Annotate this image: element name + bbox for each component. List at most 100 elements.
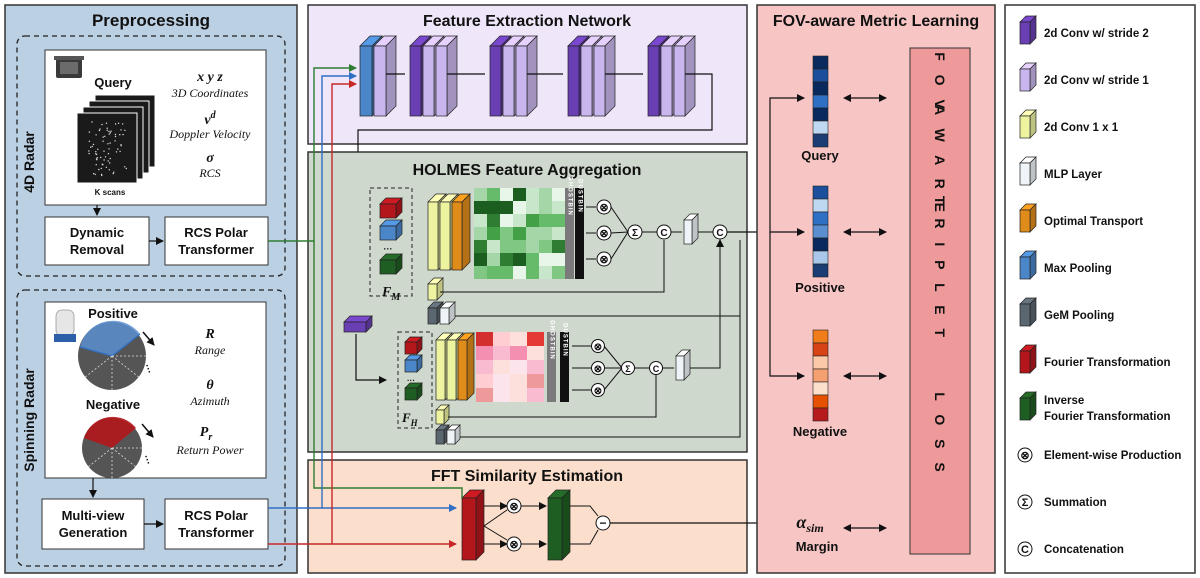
fh-conv1x1-block-front xyxy=(435,339,446,401)
query-vector-cell xyxy=(812,94,829,109)
rcs-desc: RCS xyxy=(198,166,220,180)
return-power-symbol: Pr xyxy=(200,425,213,443)
rcs-polar-4d-line2: Transformer xyxy=(178,242,254,257)
scan-point xyxy=(93,172,95,175)
fm-matrix-cell xyxy=(539,253,552,266)
scan-point xyxy=(117,148,119,150)
query-vector-cell xyxy=(812,68,829,83)
fen-stride2-block-front xyxy=(647,45,660,117)
legend-swatch-8 xyxy=(1019,391,1037,421)
scan-point xyxy=(110,130,112,132)
scan-point xyxy=(98,129,101,132)
fm-inverse-block-front xyxy=(379,259,397,275)
fh-mul-symbol: ⊗ xyxy=(594,386,602,397)
fh-dots: ··· xyxy=(407,376,415,385)
triplet-loss-text: L O S S xyxy=(932,392,948,477)
alpha-margin-label: Margin xyxy=(796,539,839,554)
fen-stride1-block-side xyxy=(604,35,616,117)
spinning-sensor-icon xyxy=(54,309,76,342)
legend-swatch-7-front xyxy=(1019,350,1031,374)
positive-vector-cell xyxy=(812,198,829,213)
fh-matrix-cell xyxy=(476,332,493,346)
radar4d-group: 4D Radar Query K scans x y z 3D Coordina… xyxy=(16,35,286,277)
positive-vector-cell xyxy=(812,263,829,278)
fm-matrix-cell xyxy=(500,214,513,227)
return-power-sub: r xyxy=(208,432,212,443)
fh-matrix-cell xyxy=(476,360,493,374)
rcs-polar-spin-line1: RCS Polar xyxy=(184,508,248,523)
scan-point xyxy=(101,123,103,126)
fh-cat-symbol: C xyxy=(653,364,660,374)
negative-scan-label: Negative xyxy=(86,397,140,412)
spinning-radar-group: Spinning Radar Positive ··· Negative xyxy=(16,289,286,567)
legend-body: 2d Conv w/ stride 22d Conv w/ stride 12d… xyxy=(1017,15,1181,557)
query-vector-cell xyxy=(812,120,829,135)
fh-dustbin-label: DUSTBIN xyxy=(562,323,568,357)
legend-label-1: 2d Conv w/ stride 1 xyxy=(1044,75,1149,87)
fov-panel: FOV-aware Metric Learning QueryPositiveN… xyxy=(756,4,996,574)
fh-dashed-group xyxy=(397,331,433,429)
fft-body: ⊗⊗− xyxy=(461,489,783,561)
negative-vector-cell xyxy=(812,368,829,383)
fh-label-sub: H xyxy=(410,418,419,428)
fm-matrix-cell xyxy=(474,214,487,227)
fm-matrix-cell xyxy=(513,201,526,214)
fh-sum-symbol: Σ xyxy=(625,364,631,374)
fh-matrix-cell xyxy=(510,388,527,402)
radar-sensor-icon xyxy=(54,56,84,78)
negative-vector-cell xyxy=(812,342,829,357)
scan-point xyxy=(88,131,91,133)
scan-point xyxy=(108,130,110,133)
scan-point xyxy=(102,140,104,142)
fen-conv-block-side xyxy=(385,35,397,117)
fen-stride1-block-front xyxy=(580,45,593,117)
doppler-symbol-base: v xyxy=(204,113,211,128)
alpha-sim-sub: sim xyxy=(805,521,823,535)
query-vector-cell xyxy=(812,81,829,96)
fm-matrix-cell xyxy=(552,253,565,266)
fm-ghostbin-col xyxy=(565,188,574,279)
fm-ot-block-front xyxy=(451,201,463,271)
fm-dustbin-col xyxy=(575,188,584,279)
fh-matrix-cell xyxy=(476,346,493,360)
feature-extraction-panel: Feature Extraction Network xyxy=(307,4,748,262)
fen-stride1-block xyxy=(593,35,616,117)
legend-label-10: Summation xyxy=(1044,497,1107,509)
doppler-desc: Doppler Velocity xyxy=(169,127,252,141)
fh-matrix-cell xyxy=(476,374,493,388)
connector-arrows xyxy=(268,64,463,548)
fh-ot-block xyxy=(457,332,475,401)
legend-label-7: Fourier Transformation xyxy=(1044,357,1171,369)
fm-mlp-block-front xyxy=(683,219,693,245)
fh-matrix-cell xyxy=(510,346,527,360)
fh-matrix-cell xyxy=(493,374,510,388)
fm-matrix-cell xyxy=(552,201,565,214)
scan-point xyxy=(112,172,114,175)
fh-gem-mlp-block-front xyxy=(446,429,456,445)
fov-to-negative-line xyxy=(769,232,805,380)
triplet-loss-text: T R I P L E T xyxy=(932,196,948,342)
positive-scan-label: Positive xyxy=(88,306,138,321)
fh-matrix-cell xyxy=(527,360,544,374)
scan-point xyxy=(102,164,104,166)
fen-stride2-block-front xyxy=(409,45,422,117)
scan-point xyxy=(91,121,93,123)
scan-point xyxy=(109,132,112,134)
fen-stride1-block-front xyxy=(673,45,686,117)
negative-dots: ··· xyxy=(140,454,154,467)
alpha-sim-base: α xyxy=(796,512,807,532)
fen-conv-block xyxy=(373,35,397,117)
scan-point xyxy=(88,140,91,142)
fft-fourier-block xyxy=(461,489,485,561)
fm-matrix-cell xyxy=(526,227,539,240)
fh-label: FH xyxy=(401,410,419,428)
fm-matrix-cell xyxy=(513,240,526,253)
fh-mul-symbol: ⊗ xyxy=(594,342,602,353)
fm-matrix-cell xyxy=(526,201,539,214)
scan-point xyxy=(95,134,97,136)
rcs-polar-transformer-spin-box xyxy=(164,498,269,550)
fh-conv1x1-block-front xyxy=(446,339,457,401)
